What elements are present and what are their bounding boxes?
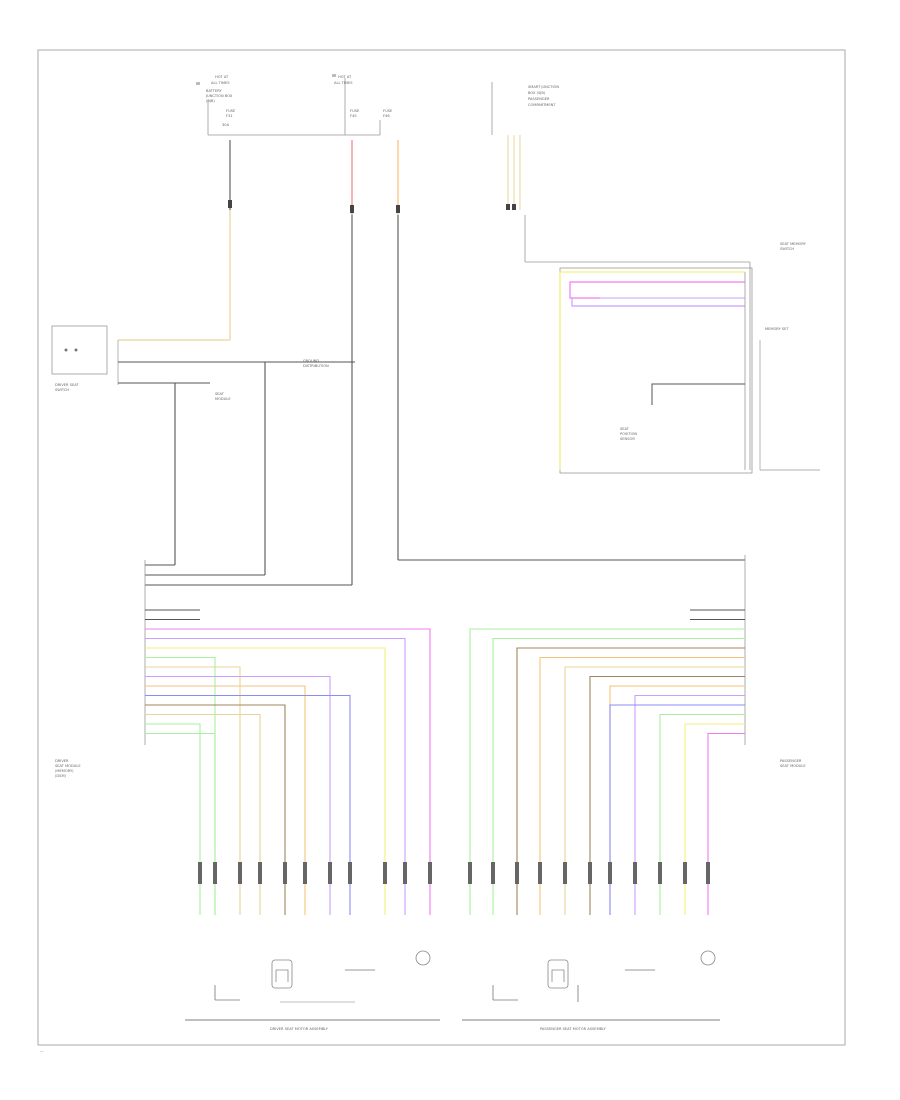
harness-wire [659, 713, 745, 915]
svg-text:POSITION: POSITION [620, 432, 637, 436]
diagram-frame [37, 49, 846, 1046]
svg-text:MODULE: MODULE [215, 397, 231, 401]
connector-pin [588, 862, 592, 884]
svg-text:DRIVER: DRIVER [55, 759, 69, 763]
harness-wire [145, 685, 306, 915]
harness-wire [684, 723, 745, 915]
harness-wire [145, 647, 386, 915]
connector-pin [468, 862, 472, 884]
svg-text:SEAT: SEAT [215, 392, 225, 396]
connector-pin [258, 862, 262, 884]
svg-text:FUSE: FUSE [350, 109, 360, 113]
left-motor-group: DRIVER SEAT MOTOR ASSEMBLY [185, 950, 440, 1031]
harness-wire [145, 675, 331, 915]
connector-pin [633, 862, 637, 884]
connector-pin [608, 862, 612, 884]
harness-wire [145, 732, 216, 915]
harness-wire [609, 704, 745, 915]
svg-text:BOX (SJB): BOX (SJB) [528, 91, 546, 95]
right-module-connector: PASSENGER SEAT MODULE [744, 555, 806, 768]
harness-wire [145, 694, 351, 915]
harness-wire [145, 637, 406, 915]
connector-pin [658, 862, 662, 884]
harness-wire [634, 694, 745, 915]
svg-text:PASSENGER: PASSENGER [528, 97, 550, 101]
connector-pin [348, 862, 352, 884]
svg-text:FUSE: FUSE [383, 109, 393, 113]
right-motor-group: PASSENGER SEAT MOTOR ASSEMBLY [462, 950, 720, 1031]
svg-text:SWITCH: SWITCH [780, 247, 794, 251]
svg-text:JUNCTION BOX: JUNCTION BOX [205, 94, 233, 98]
svg-text:SEAT MEMORY: SEAT MEMORY [780, 242, 807, 246]
svg-text:F45: F45 [350, 114, 357, 118]
left-harness [145, 609, 432, 915]
connector-pin [706, 862, 710, 884]
svg-text:ALL TIMES: ALL TIMES [334, 81, 353, 85]
svg-text:PASSENGER: PASSENGER [780, 759, 802, 763]
connector-pin [515, 862, 519, 884]
harness-wire [589, 675, 745, 915]
harness-wire [539, 656, 745, 915]
connector-pin [683, 862, 687, 884]
connector-pin [563, 862, 567, 884]
harness-wire [564, 666, 745, 915]
svg-text:(MEMORY): (MEMORY) [55, 769, 74, 773]
connector-pin [538, 862, 542, 884]
svg-text:ALL TIMES: ALL TIMES [211, 81, 230, 85]
svg-text:DISTRIBUTION: DISTRIBUTION [303, 364, 329, 368]
svg-text:F31: F31 [226, 114, 233, 118]
svg-text:SEAT: SEAT [620, 427, 630, 431]
right-module-block: SEAT POSITION SENSOR SEAT MEMORY SWITCH … [559, 242, 820, 474]
svg-text:SENSOR: SENSOR [620, 437, 635, 441]
harness-wire [469, 628, 745, 915]
connector-pin [213, 862, 217, 884]
harness-wire [145, 713, 261, 915]
right-harness [468, 609, 745, 915]
harness-wire [145, 656, 216, 915]
connector-pin [383, 862, 387, 884]
harness-wire [707, 732, 745, 915]
connector-pin [238, 862, 242, 884]
svg-text:SEAT MODULE: SEAT MODULE [780, 764, 806, 768]
harness-wire [145, 723, 201, 915]
svg-text:SMART JUNCTION: SMART JUNCTION [528, 85, 559, 89]
connector-pin [403, 862, 407, 884]
svg-text:GROUND: GROUND [303, 359, 319, 363]
svg-text:COMPARTMENT: COMPARTMENT [528, 103, 556, 107]
harness-wire [145, 704, 286, 915]
footer-left: — [40, 1049, 44, 1053]
left-module-connector: DRIVER SEAT MODULE (MEMORY) (DSM) [55, 560, 146, 778]
svg-text:SWITCH: SWITCH [55, 388, 69, 392]
harness-wire [492, 637, 745, 915]
harness-wire [145, 666, 241, 915]
harness-wire [145, 628, 431, 915]
vertical-feeds [118, 135, 750, 586]
svg-text:F46: F46 [383, 114, 390, 118]
svg-text:HOT AT: HOT AT [338, 75, 352, 79]
svg-text:MEMORY SET: MEMORY SET [765, 327, 789, 331]
svg-text:SEAT MODULE: SEAT MODULE [55, 764, 81, 768]
top-power-section: HOT AT ALL TIMES BATTERY JUNCTION BOX (B… [196, 74, 559, 136]
svg-text:FUSE: FUSE [226, 109, 236, 113]
connector-pin [328, 862, 332, 884]
svg-text:30A: 30A [222, 123, 230, 127]
svg-text:(BJB): (BJB) [206, 99, 215, 103]
connector-pin [303, 862, 307, 884]
connector-pin [198, 862, 202, 884]
svg-text:HOT AT: HOT AT [215, 75, 229, 79]
svg-text:BATTERY: BATTERY [206, 89, 223, 93]
harness-wire [516, 647, 745, 915]
harness-wire [609, 685, 745, 915]
connector-pin [491, 862, 495, 884]
svg-text:PASSENGER SEAT MOTOR ASSEMBLY: PASSENGER SEAT MOTOR ASSEMBLY [540, 1027, 607, 1031]
connector-pin [428, 862, 432, 884]
svg-text:(DSM): (DSM) [55, 774, 67, 778]
svg-text:DRIVER SEAT: DRIVER SEAT [55, 383, 79, 387]
connector-pin [283, 862, 287, 884]
left-switch-block: DRIVER SEAT SWITCH GROUND DISTRIBUTION S… [51, 325, 355, 576]
svg-text:DRIVER SEAT MOTOR ASSEMBLY: DRIVER SEAT MOTOR ASSEMBLY [270, 1027, 329, 1031]
